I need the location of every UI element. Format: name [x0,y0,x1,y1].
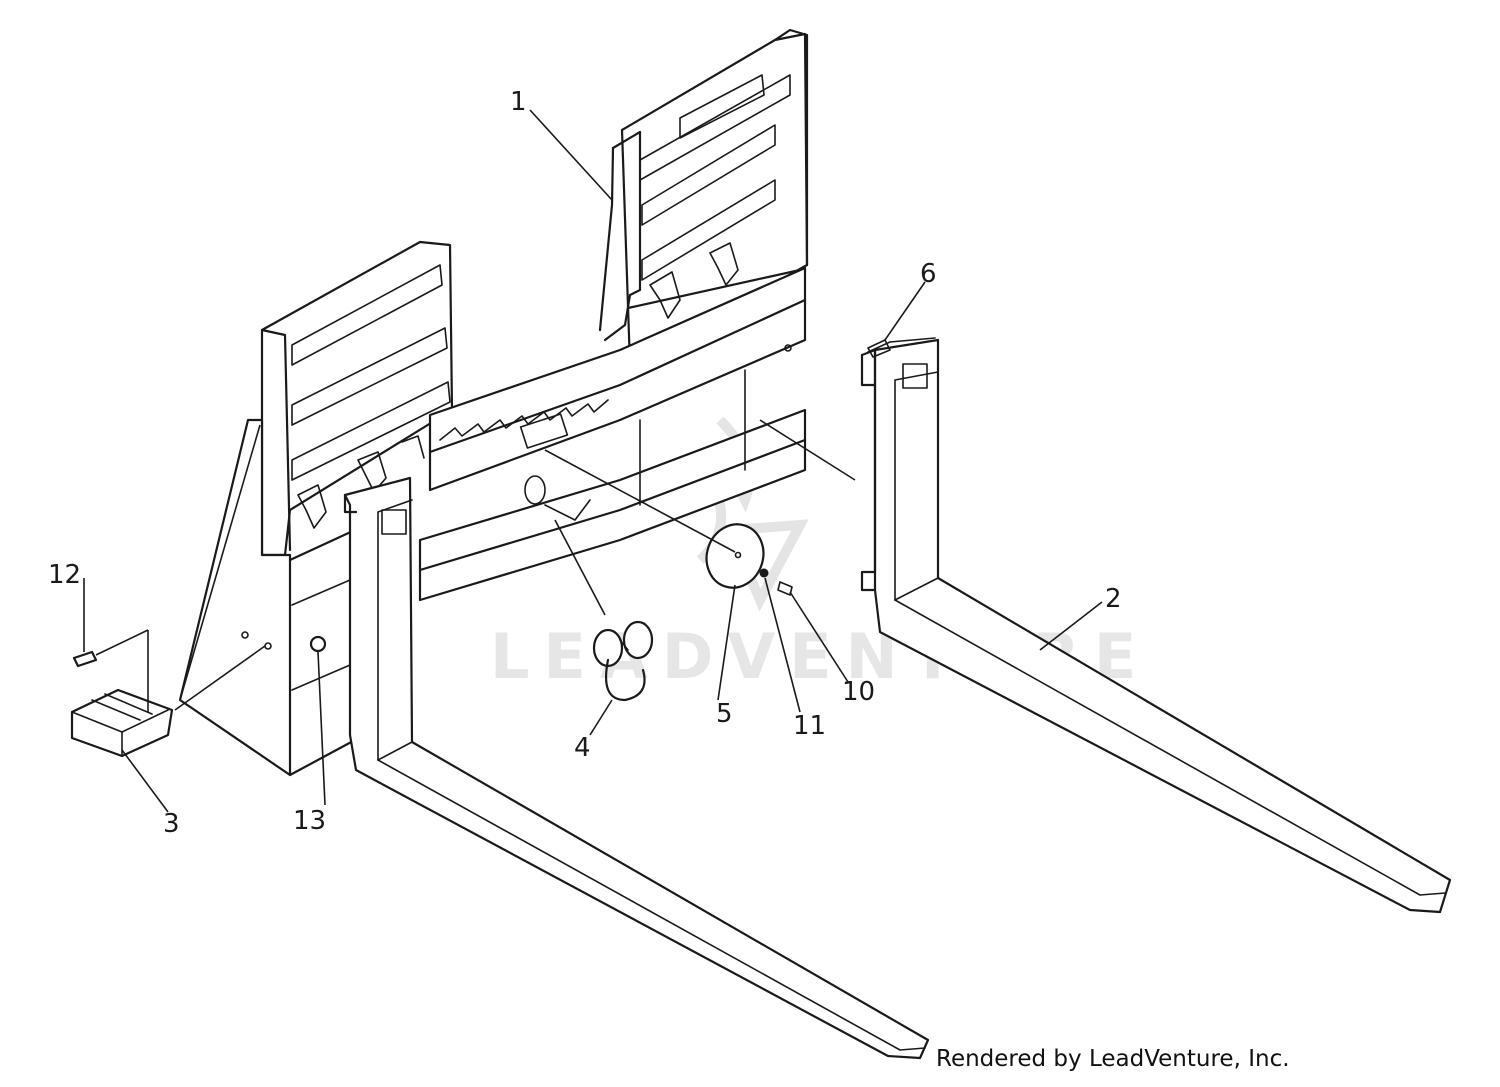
callout-4: 4 [574,733,591,763]
fork-right-part-2 [860,337,1452,914]
callout-labels: 1 2 3 4 5 6 10 11 12 13 [48,87,1122,839]
nut-part-13 [309,635,327,653]
callout-2: 2 [1105,584,1122,614]
hook-part-4 [592,620,654,702]
leader-lines [83,109,1103,813]
disc-part-5 [705,523,765,589]
callout-5: 5 [716,699,733,729]
callout-12: 12 [48,560,81,590]
callout-1: 1 [510,87,527,117]
callout-13: 13 [293,806,326,836]
callout-6: 6 [920,259,937,289]
bracket-part-3 [70,688,174,758]
bolt-part-10 [777,581,793,596]
render-credit: Rendered by LeadVenture, Inc. [936,1046,1290,1072]
fork-left [343,476,930,1060]
part-6-detail [867,339,891,358]
callout-11: 11 [793,711,826,741]
callout-10: 10 [842,677,875,707]
washer-part-11 [759,568,769,578]
bolt-part-12 [72,650,98,668]
callout-3: 3 [163,809,180,839]
